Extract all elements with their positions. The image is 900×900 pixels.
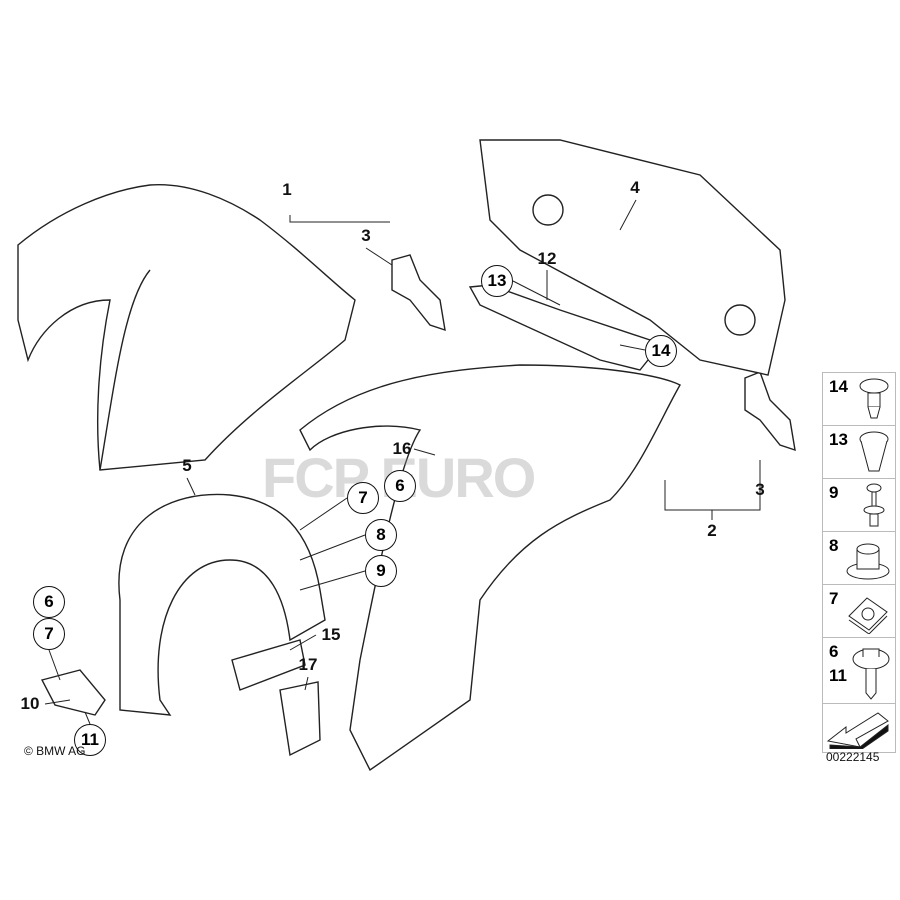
inner-panel-part — [299, 364, 681, 772]
legend-item: 7 — [822, 584, 896, 637]
bracket-part — [744, 371, 796, 452]
legend-label: 8 — [829, 536, 839, 555]
clip-nut-icon — [848, 597, 888, 634]
wheel-arch-part — [118, 493, 326, 716]
bracket-17-part — [279, 681, 321, 757]
legend-label: 13 — [829, 430, 848, 449]
callout-9: 9 — [365, 555, 397, 587]
callout-4: 4 — [630, 178, 640, 197]
legend-item: 6 11 — [822, 637, 896, 703]
legend-label: 11 — [829, 666, 847, 685]
legend-item: 13 — [822, 425, 896, 478]
callout-14: 14 — [645, 335, 677, 367]
callout-13: 13 — [481, 265, 513, 297]
callout-1: 1 — [282, 180, 292, 199]
callout-7: 7 — [347, 482, 379, 514]
callout-5: 5 — [182, 456, 192, 475]
callout-6b: 6 — [33, 586, 65, 618]
plate-part — [40, 669, 106, 716]
screw-washer-icon — [852, 648, 890, 700]
callout-12: 12 — [537, 249, 557, 268]
nut-icon — [846, 543, 890, 580]
callout-6: 6 — [384, 470, 416, 502]
rear-panel-part — [479, 139, 786, 376]
callout-15: 15 — [321, 625, 341, 644]
legend-label: 7 — [829, 589, 839, 608]
callout-7b: 7 — [33, 618, 65, 650]
arrow-icon — [826, 712, 889, 749]
callout-3b: 3 — [755, 480, 765, 499]
expanding-rivet-icon — [859, 431, 889, 472]
side-panel-part — [17, 183, 356, 471]
legend-item: 9 — [822, 478, 896, 531]
cover-part — [231, 639, 306, 691]
legend-item: 14 — [822, 372, 896, 425]
callout-17: 17 — [298, 655, 318, 674]
diagram-code: 00222145 — [826, 750, 880, 764]
legend-item — [822, 703, 896, 753]
legend-label: 6 — [829, 642, 839, 661]
legend-label: 14 — [829, 377, 848, 396]
callout-8: 8 — [365, 519, 397, 551]
push-rivet-icon — [859, 378, 889, 419]
legend-item: 8 — [822, 531, 896, 584]
pin-rivet-icon — [863, 483, 885, 527]
fastener-legend: 14 13 9 8 7 6 11 — [822, 372, 896, 753]
callout-2: 2 — [707, 521, 717, 540]
callout-16: 16 — [392, 439, 412, 458]
callout-11: 11 — [74, 724, 106, 756]
callout-3: 3 — [361, 226, 371, 245]
legend-label: 9 — [829, 483, 839, 502]
callout-10: 10 — [20, 694, 40, 713]
bracket-part — [391, 254, 446, 332]
copyright: © BMW AG — [24, 744, 86, 758]
